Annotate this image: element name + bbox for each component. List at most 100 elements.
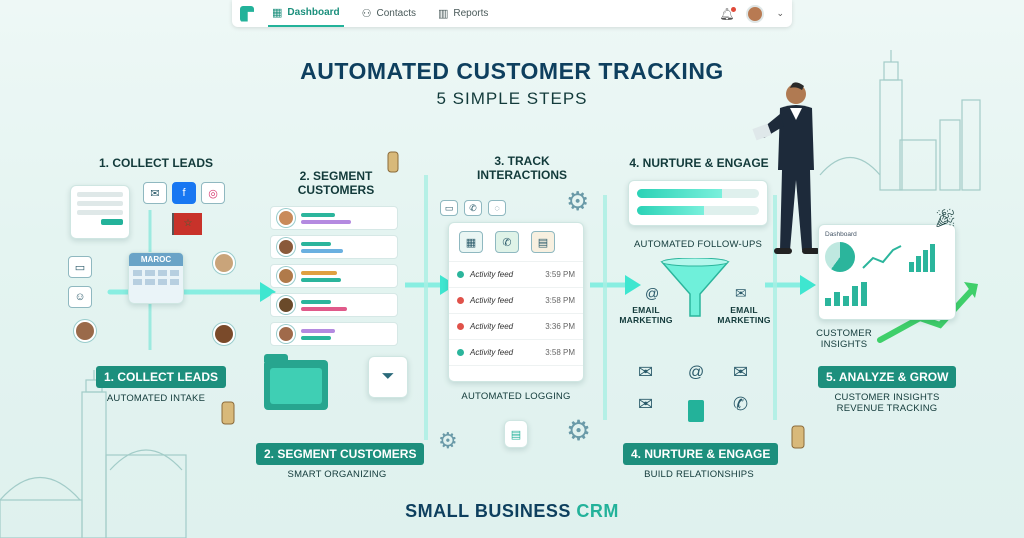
feed-list: Activity feed 3:59 PM Activity feed 3:58 P…: [449, 262, 583, 366]
bell-icon[interactable]: 🔔︎: [719, 6, 737, 21]
chevron-down-icon[interactable]: ⌄: [776, 8, 784, 18]
email-marketing-right: EMAIL MARKETING: [716, 305, 772, 325]
step1-badge: 1. COLLECT LEADS: [96, 366, 227, 388]
feed-label: Activity feed: [470, 322, 514, 331]
lead-form-card: [70, 185, 130, 239]
contacts-icon: ⚇: [361, 8, 372, 20]
segment-row: [270, 206, 398, 230]
envelope-icon: ✉: [733, 362, 749, 382]
step2-heading: 2. SEGMENT CUSTOMERS: [276, 169, 396, 197]
mobile-icon: [688, 400, 704, 422]
step2-heading-line1: 2. SEGMENT: [299, 169, 373, 183]
chart-icon: ▥: [437, 8, 449, 20]
email-icon: ✉: [143, 182, 167, 204]
email-right-line2: MARKETING: [717, 315, 771, 325]
notes-icon[interactable]: ▤: [531, 231, 555, 253]
envelope-icon: ✉: [735, 285, 747, 301]
step5-caption: CUSTOMER INSIGHTS REVENUE TRACKING: [814, 392, 960, 414]
page-title: AUTOMATED CUSTOMER TRACKING: [300, 58, 724, 84]
analytics-dashboard-card: Dashboard: [818, 224, 956, 320]
segment-row: [270, 264, 398, 288]
step4-heading: 4. NURTURE & ENGAGE: [629, 156, 769, 170]
grid-icon: ▦: [272, 7, 283, 19]
email-right-line1: EMAIL: [730, 305, 758, 315]
instagram-icon: ◎: [201, 182, 225, 204]
facebook-icon: f: [172, 182, 196, 204]
tab-dashboard[interactable]: ▦ Dashboard: [268, 0, 344, 27]
bar-chart-icon: [909, 242, 935, 272]
feed-label: Activity feed: [470, 270, 514, 279]
status-dot-icon: [457, 271, 464, 278]
morocco-flag: ☆: [172, 213, 202, 235]
feed-time: 3:36 PM: [545, 322, 575, 331]
status-dot-icon: [457, 297, 464, 304]
businessman-figure: [752, 82, 820, 254]
line-chart-icon: [862, 245, 902, 269]
feed-time: 3:58 PM: [545, 348, 575, 357]
tab-reports-label: Reports: [453, 8, 489, 19]
footer-title: SMALL BUSINESS CRM: [0, 501, 1024, 522]
chat-icon: ◌: [488, 200, 506, 216]
building-icon: MAROC: [128, 252, 184, 304]
building-label: MAROC: [129, 253, 183, 266]
at-icon: @: [645, 285, 660, 301]
segment-row: [270, 322, 398, 346]
gear-icon: ⚙: [566, 186, 590, 216]
step5-caption-line2: REVENUE TRACKING: [836, 403, 938, 414]
status-dot-icon: [457, 323, 464, 330]
gear-icon: ⚙: [438, 428, 458, 453]
at-icon: @: [688, 364, 705, 381]
segment-list: [270, 206, 398, 351]
step4-caption: BUILD RELATIONSHIPS: [644, 469, 754, 480]
tab-dashboard-label: Dashboard: [287, 7, 340, 18]
insights-line1: CUSTOMER: [816, 328, 872, 339]
tab-contacts[interactable]: ⚇ Contacts: [358, 0, 420, 27]
step1-caption: AUTOMATED INTAKE: [106, 393, 206, 404]
dashboard-label: Dashboard: [825, 231, 857, 238]
feed-row[interactable]: Activity feed 3:59 PM: [449, 262, 583, 288]
insights-line2: INSIGHTS: [820, 339, 868, 350]
step1-heading: 1. COLLECT LEADS: [98, 156, 213, 170]
feed-time: 3:59 PM: [545, 270, 575, 279]
lead-avatar-2: [213, 252, 235, 274]
tab-reports[interactable]: ▥ Reports: [434, 0, 492, 27]
step4-subheading: AUTOMATED FOLLOW-UPS: [633, 239, 763, 250]
call-icon[interactable]: ✆: [495, 231, 519, 253]
progress-card: [628, 180, 768, 226]
step2-caption: SMART ORGANIZING: [287, 469, 387, 480]
party-popper-icon: 🎉︎: [934, 208, 957, 228]
tab-contacts-label: Contacts: [376, 8, 416, 19]
feed-label: Activity feed: [470, 348, 514, 357]
segment-row: [270, 235, 398, 259]
status-dot-icon: [457, 349, 464, 356]
feed-row[interactable]: Activity feed 3:58 PM: [449, 340, 583, 366]
top-nav: ▦ Dashboard ⚇ Contacts ▥ Reports 🔔︎ ⌄: [232, 0, 792, 27]
user-icon: ☺: [68, 286, 92, 308]
funnel-icon: [660, 258, 730, 317]
step2-heading-line2: CUSTOMERS: [297, 183, 375, 197]
nav-right: 🔔︎ ⌄: [719, 4, 784, 23]
segment-row: [270, 293, 398, 317]
email-left-line1: EMAIL: [632, 305, 660, 315]
activity-feed-card: ▦ ✆ ▤ Activity feed 3:59 PM Activity feed…: [448, 222, 584, 382]
page-subtitle: 5 SIMPLE STEPS: [436, 89, 588, 108]
email-marketing-left: EMAIL MARKETING: [618, 305, 674, 325]
calendar-icon[interactable]: ▦: [459, 231, 483, 253]
bar-chart-icon: [825, 280, 949, 306]
step3-heading: 3. TRACK INTERACTIONS: [462, 154, 582, 182]
step4-badge: 4. NURTURE & ENGAGE: [623, 443, 779, 465]
chat-icon: ▭: [68, 256, 92, 278]
message-icon: ▭: [440, 200, 458, 216]
step2-badge: 2. SEGMENT CUSTOMERS: [256, 443, 425, 465]
pie-chart-icon: [825, 242, 855, 272]
avatar[interactable]: [746, 4, 765, 23]
feed-row[interactable]: Activity feed 3:36 PM: [449, 314, 583, 340]
step3-heading-line2: INTERACTIONS: [477, 168, 567, 182]
lead-avatar-1: [74, 320, 96, 342]
phone-icon: ✆: [733, 394, 749, 414]
interaction-icons: ▭ ✆ ◌: [440, 200, 506, 216]
feed-toolbar: ▦ ✆ ▤: [449, 223, 583, 262]
gear-icon: ⚙: [566, 415, 592, 446]
